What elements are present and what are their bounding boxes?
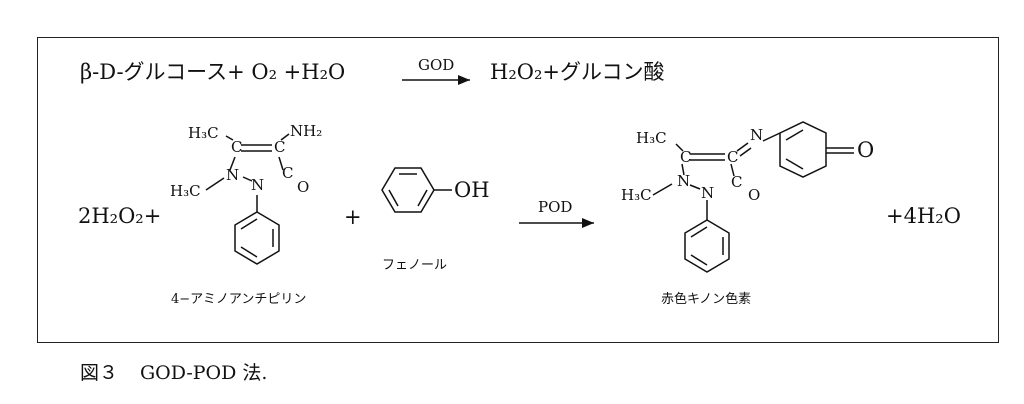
aap-h3c-top: H₃C	[188, 124, 219, 142]
aap-c-o: C	[282, 164, 294, 182]
phenol-oh: OH	[454, 178, 490, 202]
dye-c-right: C	[727, 148, 739, 166]
figure-title: GOD-POD 法.	[140, 362, 268, 384]
dye-o-quinone: O	[857, 138, 875, 162]
aap-nh2: NH₂	[290, 122, 323, 140]
aap-c-right: C	[274, 138, 286, 156]
aap-h3c-n: H₃C	[170, 182, 201, 200]
dye-n1: N	[677, 172, 691, 190]
dye-name: 赤色キノン色素	[661, 292, 752, 307]
aap-c-left: C	[231, 138, 243, 156]
dye-n2: N	[701, 184, 715, 202]
plus-sign: +	[344, 205, 362, 229]
dye-n-imine: N	[750, 126, 764, 144]
water-product: +4H₂O	[886, 204, 961, 228]
dye-h3c-top: H₃C	[636, 129, 667, 147]
aap-name: 4−アミノアンチピリン	[171, 292, 307, 307]
dye-c-left: C	[680, 148, 692, 166]
aminoantipyrine-structure	[205, 133, 290, 265]
h2o2-coefficient: 2H₂O₂+	[78, 204, 162, 228]
figure-frame	[37, 37, 999, 343]
aap-n2: N	[251, 176, 265, 194]
dye-h3c-n: H₃C	[621, 186, 652, 204]
figure-label: 図３	[80, 362, 119, 384]
pod-enzyme-label: POD	[538, 198, 573, 216]
dye-c-o: C	[731, 173, 743, 191]
god-arrow	[402, 75, 470, 85]
dye-o: O	[748, 186, 761, 204]
quinone-dye-structure	[652, 121, 854, 273]
aap-n1: N	[226, 166, 240, 184]
god-enzyme-label: GOD	[418, 56, 455, 74]
phenol-name: フェノール	[382, 258, 448, 273]
aap-o: O	[297, 178, 310, 196]
reaction1-products: H₂O₂+グルコン酸	[490, 60, 665, 84]
phenol-structure	[381, 167, 452, 213]
reaction1-reactants: β-D-グルコース+ O₂ +H₂O	[80, 60, 346, 84]
pod-arrow	[519, 218, 594, 228]
